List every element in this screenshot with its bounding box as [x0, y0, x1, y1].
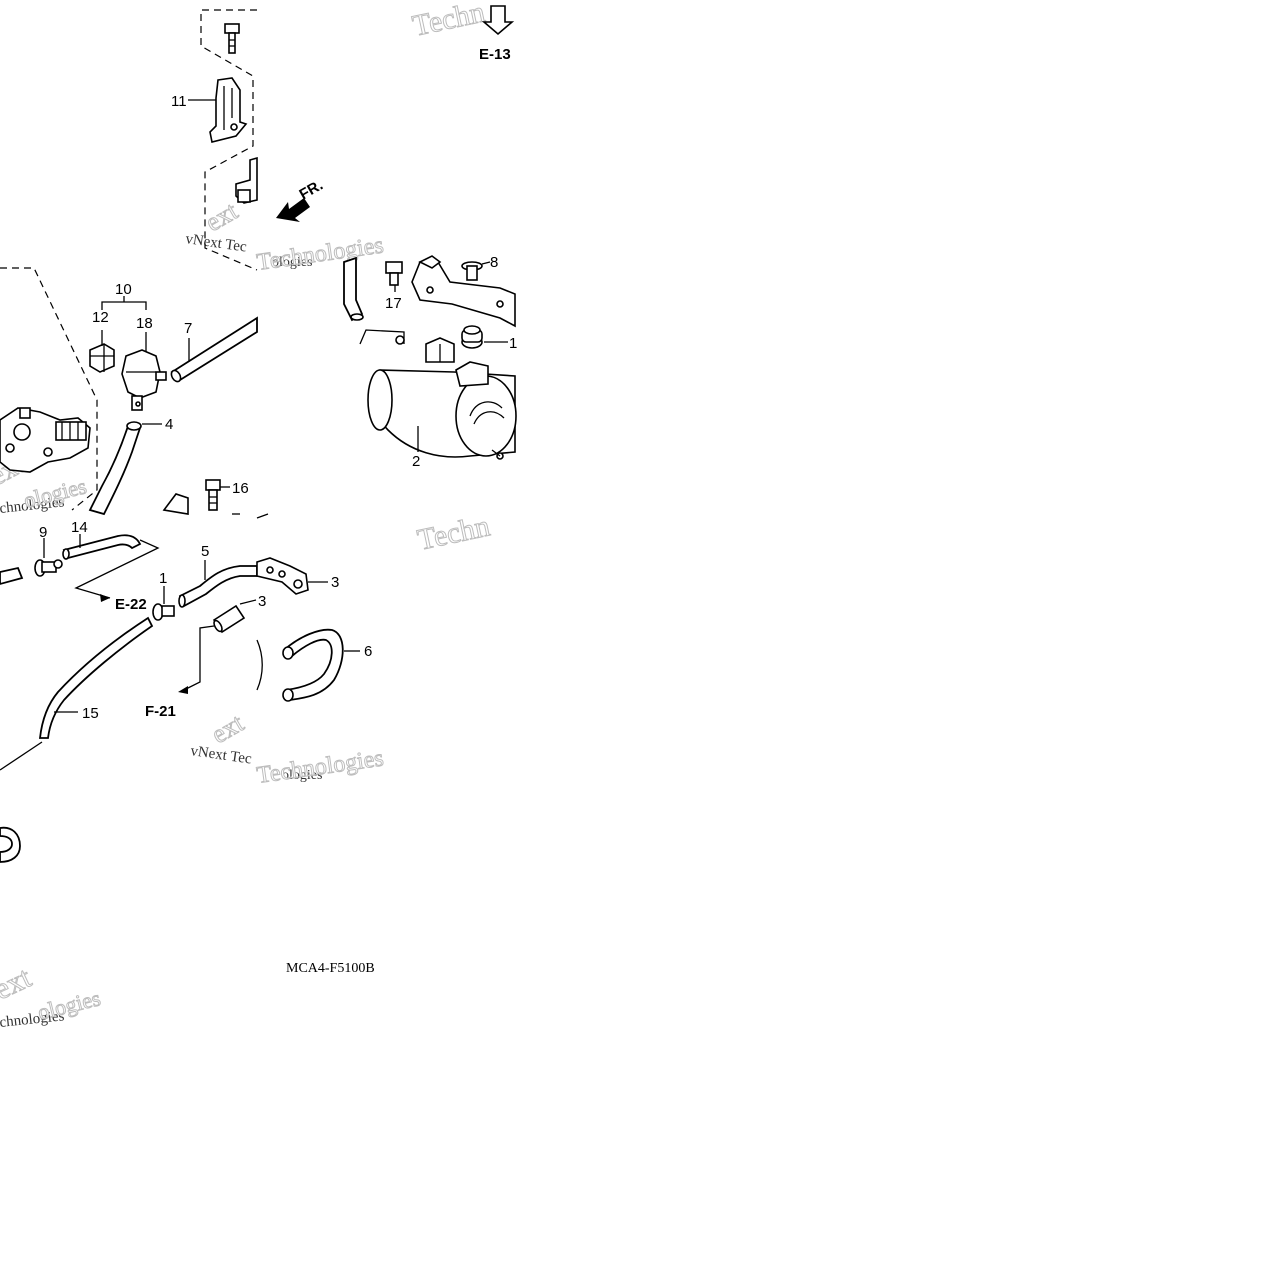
front-arrow-icon: FR. — [276, 177, 326, 222]
callout-18: 18 — [136, 315, 153, 332]
callout-16: 16 — [232, 480, 249, 497]
callout-3-upper: 3 — [331, 574, 339, 591]
callout-8: 8 — [490, 254, 498, 271]
callout-group: 11 10 12 18 7 4 16 17 8 1 2 9 14 5 3 1 3… — [39, 93, 517, 722]
callout-2: 2 — [412, 453, 420, 470]
part-18-solenoid — [121, 349, 167, 411]
hose-5 — [178, 565, 258, 608]
callout-1-lower: 1 — [159, 570, 167, 587]
callout-7: 7 — [184, 320, 192, 337]
callout-4: 4 — [165, 416, 173, 433]
callout-11: 11 — [171, 93, 187, 110]
callout-17: 17 — [385, 295, 402, 312]
callout-5: 5 — [201, 543, 209, 560]
fitting-9 — [34, 559, 63, 577]
callout-3-lower: 3 — [258, 593, 266, 610]
callout-6: 6 — [364, 643, 372, 660]
watermark-top-right: Techn — [410, 0, 488, 43]
hose-15 — [38, 616, 154, 739]
canister-hose — [343, 256, 364, 322]
grommet — [461, 325, 483, 349]
canister-2 — [359, 329, 517, 460]
callout-14: 14 — [71, 519, 88, 536]
part-12 — [89, 343, 115, 373]
canister-panel — [343, 255, 517, 460]
watermark-left-bottom-2: chnologies — [0, 1008, 65, 1031]
hose-6 — [282, 628, 344, 702]
watermark-mid-right: Techn — [415, 509, 493, 556]
callout-12: 12 — [92, 309, 109, 326]
bolt-16 — [205, 479, 221, 511]
callout-10: 10 — [115, 281, 132, 298]
watermark-left-bottom: ext — [0, 961, 37, 1007]
hose-14 — [62, 534, 142, 560]
watermark-bottom-mid-2: ologies — [282, 768, 322, 783]
bolt-17 — [385, 261, 403, 286]
sleeve-3 — [212, 604, 246, 634]
top-panel-dashed-outline — [200, 9, 258, 271]
callout-9: 9 — [39, 524, 47, 541]
collar-8 — [461, 261, 483, 281]
watermark-left-bottom-3: ologies — [35, 985, 103, 1025]
watermark-top-left-2: ologies — [272, 255, 312, 270]
front-label: FR. — [297, 177, 326, 204]
bracket-11 — [209, 77, 248, 143]
reference-f21-label: F-21 — [145, 703, 176, 720]
valve-panel — [0, 267, 258, 516]
hose-4 — [88, 421, 142, 516]
canister-bracket — [411, 255, 516, 328]
watermark-center-bottom: ext — [207, 708, 250, 749]
fitting-1-lower — [152, 603, 175, 621]
watermark-group: Techn Techn vNext Tec ologies vNext Tec … — [0, 0, 493, 1031]
bracket-3 — [256, 557, 309, 595]
top-panel: FR. — [188, 9, 326, 271]
valve-panel-dashed-outline — [0, 267, 98, 511]
reference-e13: E-13 — [479, 5, 515, 63]
watermark-center-top: ext — [201, 196, 244, 237]
callout-1-upper: 1 — [509, 335, 517, 352]
callout-15: 15 — [82, 705, 99, 722]
housing — [0, 407, 91, 473]
watermark-left-mid-2: chnologies — [0, 494, 65, 517]
down-arrow-icon — [481, 5, 515, 36]
diagram-code: MCA4-F5100B — [286, 961, 375, 976]
partial-bracket — [235, 156, 258, 204]
reference-e22-label: E-22 — [115, 596, 147, 613]
hose-panel — [0, 513, 360, 863]
bolt-top — [224, 23, 240, 54]
hose-7 — [170, 316, 258, 383]
reference-e13-label: E-13 — [479, 46, 511, 63]
watermark-top-left-3: Technologies — [255, 232, 385, 276]
